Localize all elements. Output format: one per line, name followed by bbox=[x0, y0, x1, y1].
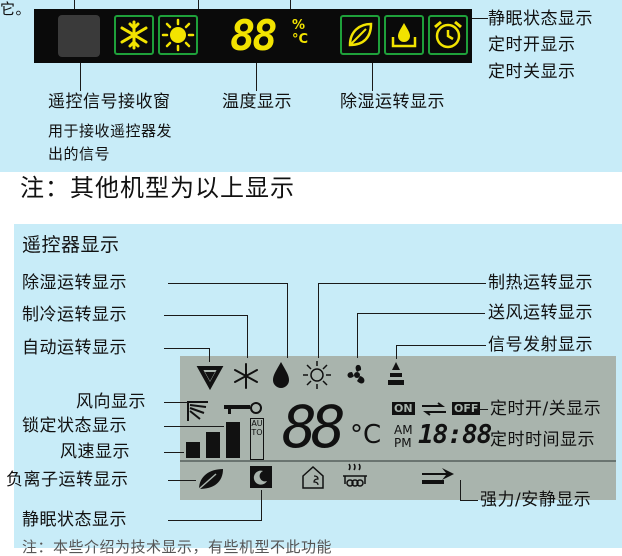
label-turbo-quiet: 强力/安静显示 bbox=[480, 490, 592, 510]
signal-emit-icon bbox=[388, 362, 404, 385]
leader-line bbox=[396, 345, 486, 346]
water-drop-icon bbox=[384, 15, 424, 55]
label-dehumidify: 除湿运转显示 bbox=[340, 92, 445, 112]
leader-line bbox=[198, 0, 199, 9]
house-icon bbox=[302, 465, 324, 489]
label-auto-mode: 自动运转显示 bbox=[22, 338, 127, 358]
turbo-quiet-arrows-icon bbox=[422, 468, 454, 484]
lcd-divider bbox=[180, 460, 616, 462]
leader-line bbox=[357, 313, 358, 358]
label-heat-mode: 制热运转显示 bbox=[488, 273, 593, 293]
receiver-desc-1: 用于接收遥控器发 bbox=[48, 122, 173, 140]
label-remote-receiver: 遥控信号接收窗 bbox=[48, 92, 171, 112]
heater-coil-icon bbox=[343, 463, 367, 487]
receiver-desc-2: 出的信号 bbox=[48, 145, 111, 163]
leader-line bbox=[357, 313, 485, 314]
leader-line bbox=[472, 18, 488, 19]
leader-line bbox=[164, 426, 224, 427]
leader-line bbox=[168, 283, 288, 284]
auto-fan-text: AUTO bbox=[250, 418, 264, 460]
leader-line bbox=[168, 480, 196, 481]
leader-line bbox=[460, 500, 478, 501]
label-cool-mode: 制冷运转显示 bbox=[22, 305, 127, 325]
leader-line bbox=[164, 348, 210, 349]
leader-line bbox=[164, 402, 188, 403]
fan-icon bbox=[347, 364, 365, 384]
snowflake-icon bbox=[234, 363, 258, 389]
label-timer-on: 定时开显示 bbox=[488, 35, 576, 55]
footer-note-partial: 注：本些介绍为技术显示，有些机型不此功能 bbox=[22, 538, 333, 556]
remote-temp-unit: °C bbox=[350, 420, 382, 450]
temperature-digits: 88 bbox=[230, 11, 278, 60]
label-sleep: 静眠状态显示 bbox=[22, 510, 127, 530]
leaf-icon bbox=[340, 15, 380, 55]
leader-line bbox=[164, 315, 248, 316]
timer-clock: 18:88 bbox=[418, 420, 492, 450]
am-label: AM bbox=[394, 423, 413, 437]
on-indicator: ON bbox=[392, 402, 415, 415]
leader-line bbox=[261, 490, 262, 520]
label-temperature: 温度显示 bbox=[222, 92, 292, 112]
auto-cycle-icon bbox=[196, 366, 224, 390]
leader-line bbox=[396, 345, 397, 359]
remote-receiver-window bbox=[58, 15, 100, 57]
remote-title: 遥控器显示 bbox=[22, 234, 120, 256]
leader-line bbox=[372, 63, 373, 91]
leader-line bbox=[247, 315, 248, 358]
swap-arrows-icon bbox=[422, 402, 446, 416]
leader-line bbox=[256, 63, 257, 91]
percent-sign: % bbox=[292, 18, 306, 33]
sun-icon bbox=[303, 361, 331, 389]
water-drop-icon bbox=[273, 362, 289, 388]
leader-line bbox=[476, 409, 488, 410]
leader-line bbox=[318, 283, 486, 284]
leader-line bbox=[164, 452, 184, 453]
remote-temp-digits: 88 bbox=[282, 393, 346, 461]
leader-line bbox=[290, 0, 291, 9]
leader-line bbox=[287, 283, 288, 358]
indoor-display-panel: 88 % °C bbox=[34, 9, 472, 63]
leader-line bbox=[318, 283, 319, 358]
celsius-sign: °C bbox=[292, 32, 309, 47]
label-dehumidify-mode: 除湿运转显示 bbox=[22, 273, 127, 293]
label-anion: 负离子运转显示 bbox=[6, 470, 129, 490]
leader-line bbox=[209, 348, 210, 362]
leader-line bbox=[460, 480, 461, 500]
label-timer-off: 定时关显示 bbox=[488, 62, 576, 82]
note-heading: 注：其他机型为以上显示 bbox=[20, 174, 295, 202]
label-lock: 锁定状态显示 bbox=[22, 416, 127, 436]
off-indicator: OFF bbox=[452, 402, 481, 415]
label-fan-speed: 风速显示 bbox=[60, 442, 130, 462]
label-fan-direction: 风向显示 bbox=[76, 392, 146, 412]
temperature-unit: % °C bbox=[292, 19, 308, 47]
label-timer-time: 定时时间显示 bbox=[490, 430, 595, 450]
label-signal: 信号发射显示 bbox=[488, 335, 593, 355]
snowflake-icon bbox=[114, 15, 154, 55]
label-sleep-status: 静眠状态显示 bbox=[488, 9, 593, 29]
fan-direction-icon bbox=[187, 401, 208, 421]
label-fan-mode: 送风运转显示 bbox=[488, 303, 593, 323]
leader-line bbox=[168, 520, 262, 521]
alarm-clock-icon bbox=[428, 15, 468, 55]
sleep-moon-icon bbox=[250, 466, 272, 488]
leaf-icon bbox=[198, 469, 223, 490]
leader-line bbox=[74, 0, 75, 9]
stray-text: 它。 bbox=[0, 0, 32, 18]
leader-line bbox=[80, 63, 81, 91]
sun-icon bbox=[158, 15, 198, 55]
fan-speed-bars-icon bbox=[186, 422, 240, 458]
label-timer-on-off: 定时开/关显示 bbox=[490, 399, 602, 419]
pm-label: PM bbox=[394, 436, 412, 450]
leader-line bbox=[478, 440, 488, 441]
key-lock-icon bbox=[224, 402, 262, 414]
